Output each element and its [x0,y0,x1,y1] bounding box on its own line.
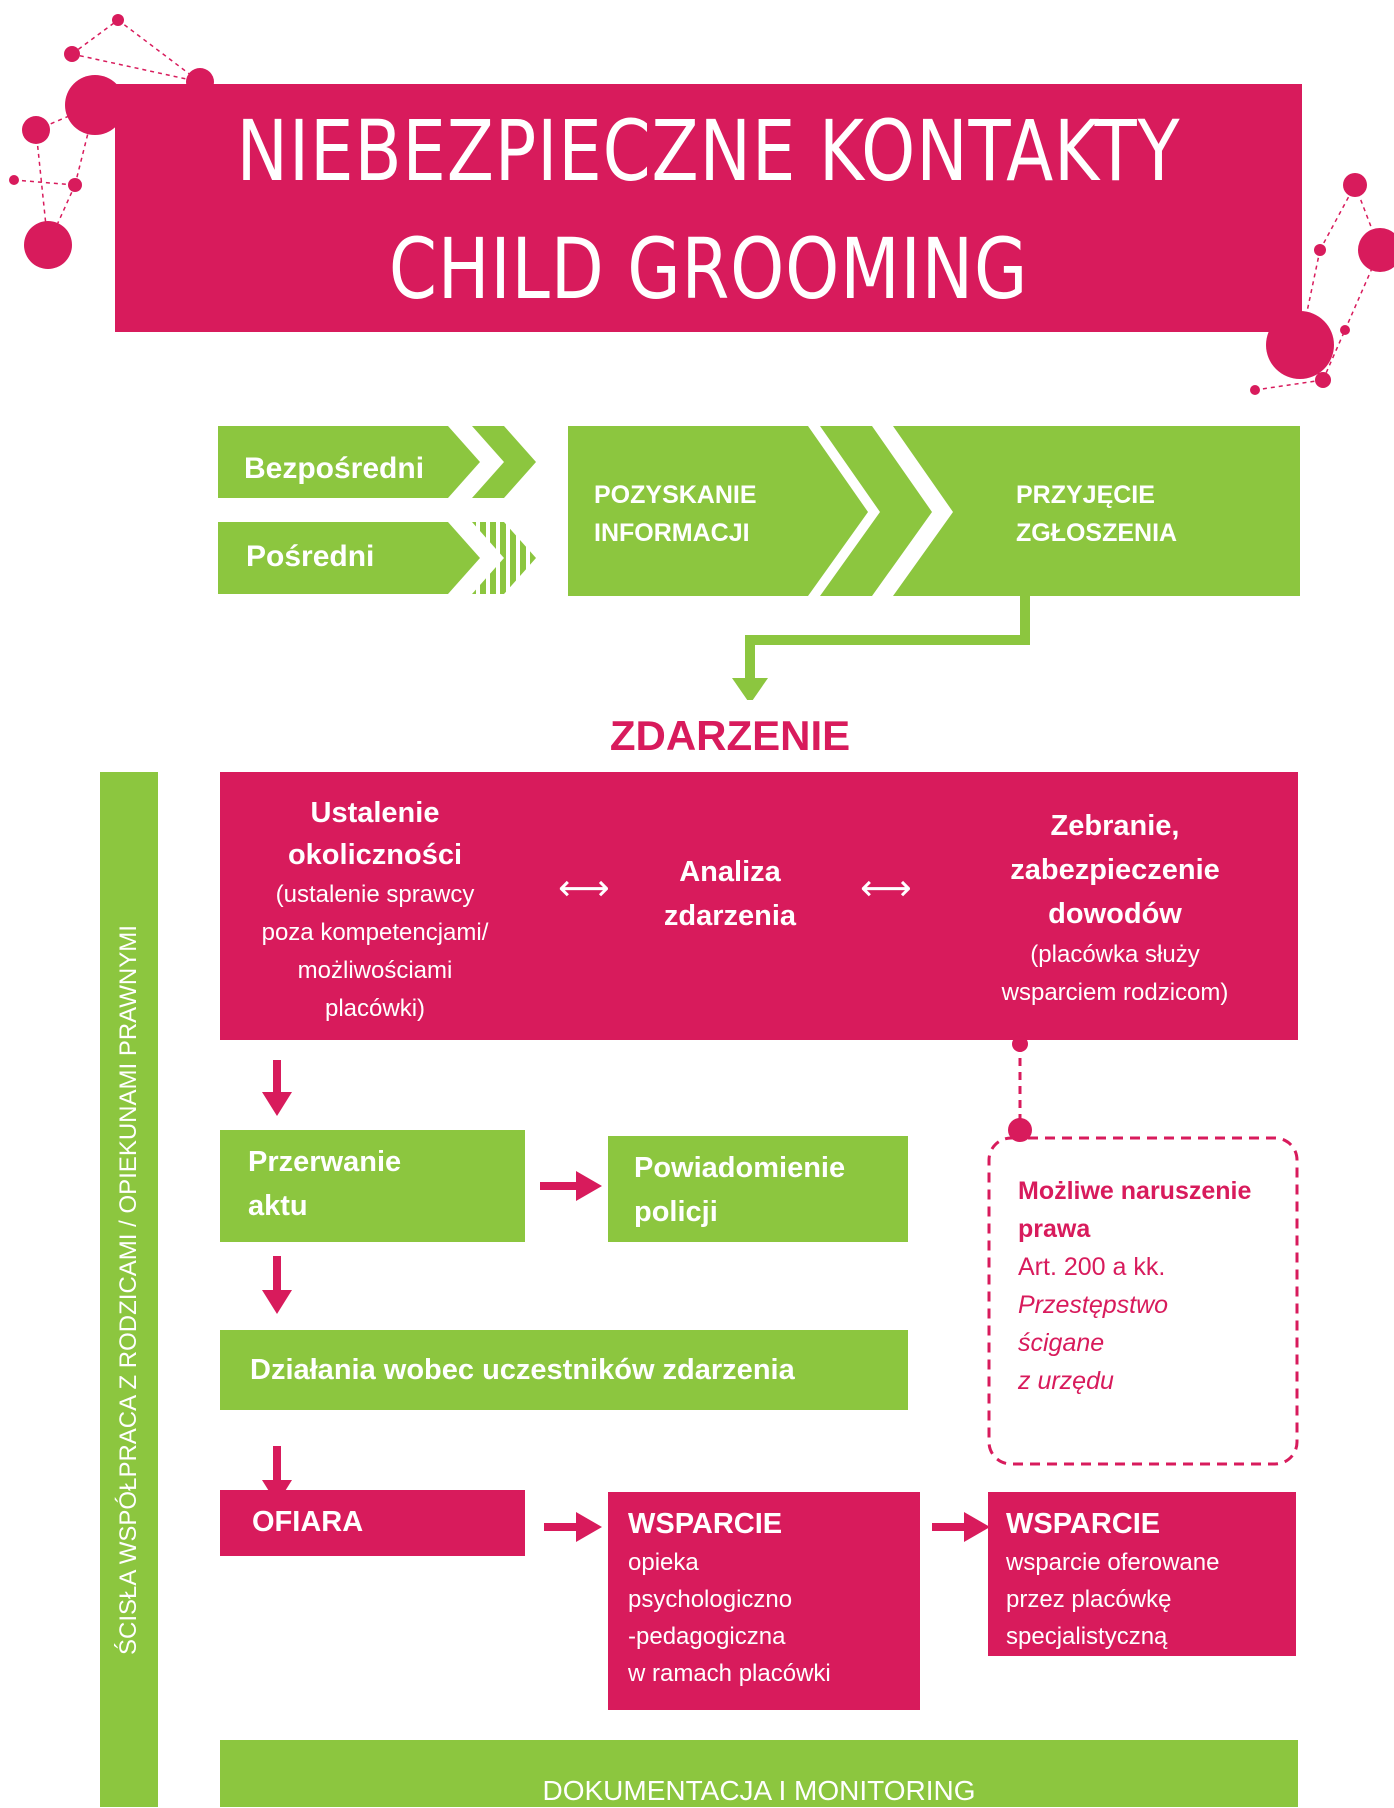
documentation-label: DOKUMENTACJA I MONITORING [542,1775,976,1806]
documentation-bar [220,1740,1298,1807]
down-arrow-head [262,1290,292,1314]
support-1-title: WSPARCIE [628,1508,783,1540]
support-2-text: WSPARCIE wsparcie oferowane przez placów… [1006,1504,1219,1655]
receiving-label: PRZYJĘCIE ZGŁOSZENIA [1016,476,1177,552]
support-2-title: WSPARCIE [1006,1508,1161,1540]
right-arrow-head [576,1512,602,1542]
sidebar-strip [100,772,158,1807]
circumstances-note-4: placówki) [324,995,426,1022]
support-1-line-2: psychologiczno [628,1586,793,1613]
right-arrow-shaft [932,1523,968,1531]
interrupt-line-2: aktu [248,1190,308,1222]
support-2-line-3: specjalistyczną [1006,1623,1168,1650]
obtaining-arrow [568,426,868,596]
circumstances-title-2: okoliczności [287,839,463,871]
right-arrow-shaft [544,1523,580,1531]
law-note-3: z urzędu [1018,1367,1114,1395]
right-arrow-head [576,1171,602,1201]
indirect-arrow [218,522,480,594]
circumstances-note-2: poza kompetencjami/ [261,919,489,946]
circumstances-title-1: Ustalenie [310,797,440,829]
evidence-title-3: dowodów [1048,898,1182,930]
event-heading: ZDARZENIE [609,712,851,759]
connector-to-event [745,596,1030,685]
law-title-2: prawa [1018,1215,1091,1243]
support-box-2 [988,1492,1296,1656]
evidence-title-1: Zebranie, [1050,810,1180,842]
police-label: Powiadomienie policji [634,1146,845,1234]
analysis-block: Analiza zdarzenia [630,850,830,938]
title-line-2: CHILD GROOMING [388,220,1029,318]
law-article: Art. 200 a kk. [1018,1253,1166,1281]
analysis-line-1: Analiza [679,856,781,888]
support-1-text: WSPARCIE opieka psychologiczno -pedagogi… [628,1504,831,1692]
obtaining-label: POZYSKANIE INFORMACJI [594,476,757,552]
analysis-line-2: zdarzenia [663,900,797,932]
circumstances-note-1: (ustalenie sprawcy [275,881,475,908]
double-arrow-icon: ⟷ [558,867,610,908]
actions-box [220,1330,908,1410]
receiving-box [893,426,1300,596]
law-note-1: Przestępstwo [1018,1291,1169,1319]
support-box-1 [608,1492,920,1710]
evidence-note-2: wsparciem rodzicom) [1001,979,1229,1006]
flow-connectors [262,1036,1299,1542]
direct-arrow [218,426,480,498]
evidence-title-2: zabezpieczenie [1010,854,1220,886]
interrupt-line-1: Przerwanie [248,1146,402,1178]
law-title-1: Możliwe naruszenie [1018,1177,1252,1205]
interrupt-label: Przerwanie aktu [248,1140,401,1228]
down-arrow-shaft [273,1060,281,1096]
law-text: Możliwe naruszenie prawa Art. 200 a kk. … [1018,1172,1251,1400]
obtaining-line-2: INFORMACJI [594,519,750,547]
down-arrow-shaft [273,1446,281,1484]
evidence-block: Zebranie, zabezpieczenie dowodów (placów… [960,804,1270,1012]
police-box [608,1136,908,1242]
evidence-note-1: (placówka służy [1030,941,1200,968]
connector-dot [1008,1118,1032,1142]
law-box-border [987,1136,1299,1466]
receiving-line-2: ZGŁOSZENIA [1016,519,1178,547]
indirect-label: Pośredni [246,540,375,573]
direct-chevron [472,426,536,498]
event-box [220,772,1298,1040]
circumstances-block: Ustalenie okoliczności (ustalenie sprawc… [225,792,525,1028]
support-2-line-1: wsparcie oferowane [1006,1549,1220,1576]
down-arrow-head [262,1092,292,1116]
obtaining-line-1: POZYSKANIE [594,481,757,509]
receiving-line-1: PRZYJĘCIE [1016,481,1155,509]
obtaining-chevron [820,426,932,596]
support-1-line-4: w ramach placówki [628,1660,831,1687]
interrupt-box [220,1130,525,1242]
direct-label: Bezpośredni [244,452,425,485]
police-line-1: Powiadomienie [634,1152,846,1184]
intake-arrows [218,426,1300,700]
support-2-line-2: przez placówkę [1006,1586,1172,1613]
victim-label: OFIARA [252,1506,364,1538]
title-line-1: NIEBEZPIECZNE KONTAKTY [236,102,1181,200]
police-line-2: policji [634,1196,718,1228]
title-banner: NIEBEZPIECZNE KONTAKTY CHILD GROOMING [115,84,1302,332]
connector-arrowhead [732,678,768,700]
support-1-line-3: -pedagogiczna [628,1623,786,1650]
law-note-2: ścigane [1018,1329,1105,1357]
double-arrow-icon: ⟷ [860,867,912,908]
right-arrow-shaft [540,1182,580,1190]
circumstances-note-3: możliwościami [297,957,453,984]
indirect-chevron [472,522,536,594]
right-arrow-head [964,1512,990,1542]
actions-label: Działania wobec uczestników zdarzenia [250,1354,795,1386]
support-1-line-1: opieka [628,1549,699,1576]
down-arrow-shaft [273,1256,281,1294]
victim-box [220,1490,525,1556]
